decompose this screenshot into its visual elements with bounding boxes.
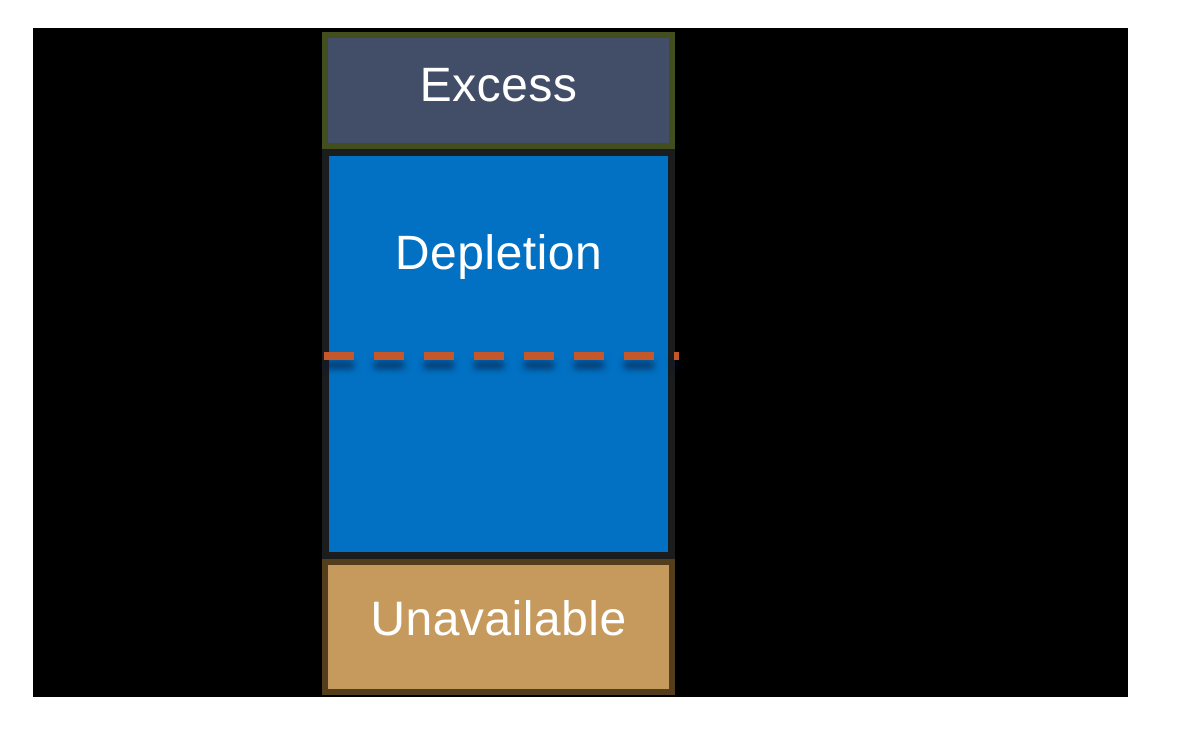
dash	[324, 352, 354, 360]
dash	[524, 352, 554, 360]
dash	[674, 352, 679, 360]
dash	[424, 352, 454, 360]
dash	[474, 352, 504, 360]
dash	[574, 352, 604, 360]
segment-excess-label: Excess	[419, 58, 578, 112]
segment-depletion-label: Depletion	[394, 227, 603, 280]
segment-unavailable: Unavailable	[322, 559, 675, 695]
dashed-threshold-line	[324, 352, 679, 360]
segment-unavailable-label: Unavailable	[370, 593, 627, 646]
dash	[624, 352, 654, 360]
segment-depletion-label-zone: Depletion	[329, 156, 668, 352]
black-canvas: Excess Depletion Unavailable	[33, 28, 1128, 697]
segment-excess: Excess	[322, 32, 675, 149]
dash	[374, 352, 404, 360]
